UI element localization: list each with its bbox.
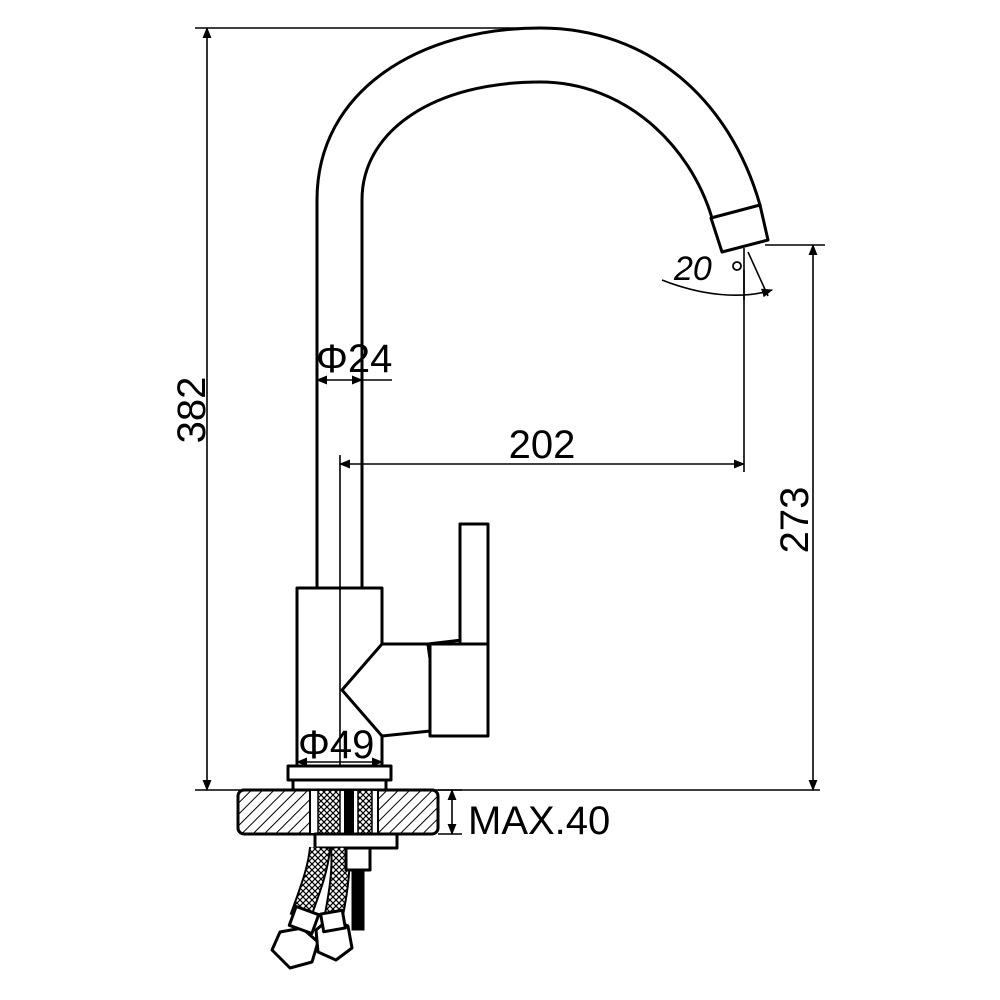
spout-reach-label: 202 [509,423,576,467]
dimension-base-diameter: Φ49 [295,723,384,767]
base-ring [286,764,393,782]
spout-aerator [709,203,770,254]
dimension-spout-height: 273 [765,243,825,792]
pipe-diameter-label: Φ24 [316,337,392,381]
total-height-label: 382 [170,377,214,444]
dimension-pipe-diameter: Φ24 [315,337,392,390]
handle-connector [340,642,442,738]
spout-height-label: 273 [773,487,817,554]
faucet-spout [315,26,770,590]
supply-hoses [270,846,372,970]
dimension-spout-reach: 202 [338,270,746,590]
countertop-section [236,788,440,850]
degree-symbol [732,261,742,271]
spout-angle-label: 20 [673,250,712,288]
max-thickness-label: MAX.40 [468,799,610,843]
dimension-max-thickness: MAX.40 [438,788,610,843]
base-diameter-label: Φ49 [298,723,374,767]
dimension-spout-angle: 20 [661,248,774,300]
faucet-body [286,522,490,792]
dimension-total-height: 382 [170,26,820,792]
